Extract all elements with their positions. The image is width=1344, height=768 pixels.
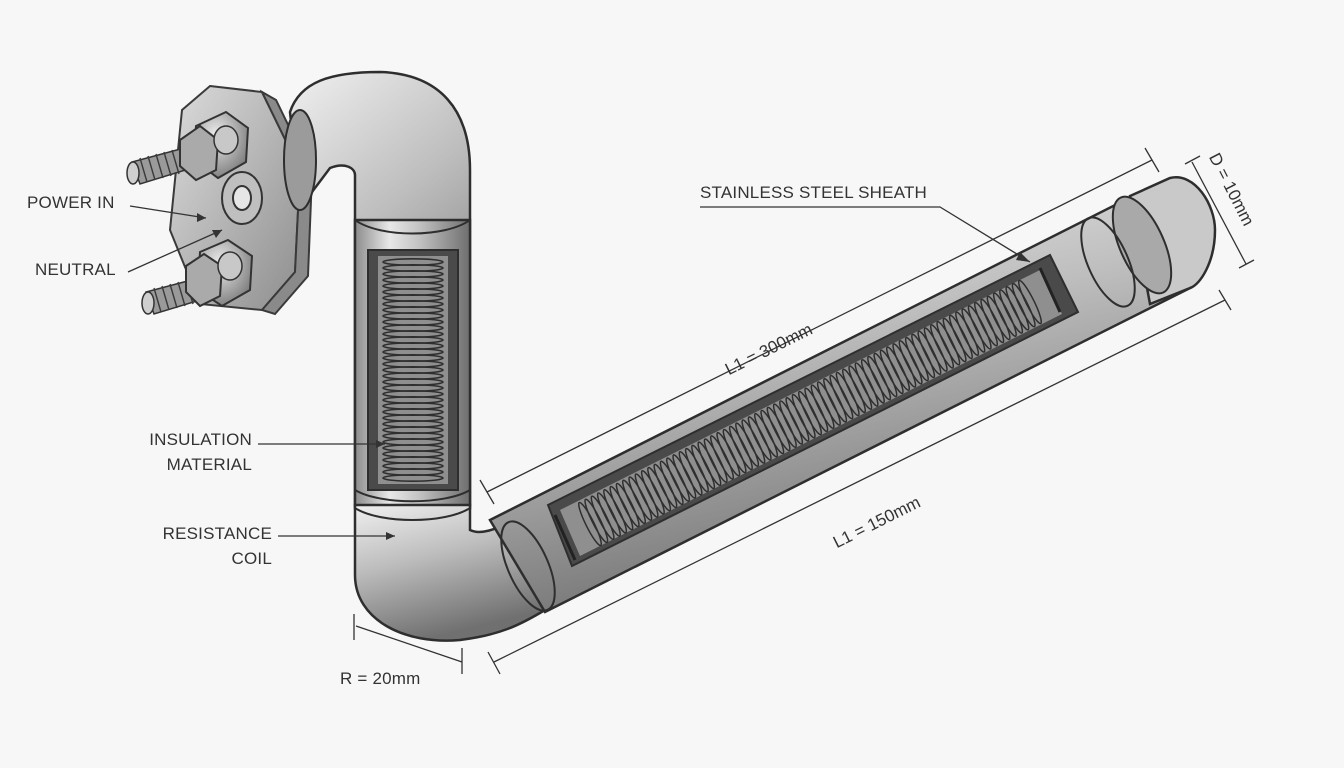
insulation-label-line1: INSULATION — [149, 430, 252, 449]
coil-turn — [647, 466, 672, 512]
coil-turn — [923, 327, 948, 372]
dimension-lines — [353, 147, 1255, 675]
coil-turn — [609, 485, 634, 531]
coil-turn — [804, 387, 829, 433]
resistance-label-line1: RESISTANCE — [162, 524, 272, 543]
coil-turn — [797, 390, 823, 436]
coil-turn — [760, 409, 785, 455]
coil-turn — [590, 495, 615, 541]
coil-turn — [1005, 285, 1030, 331]
coil-turn — [691, 444, 716, 490]
coil-turn — [747, 416, 772, 461]
neutral-terminal-stud — [141, 238, 254, 315]
terminal-flange — [126, 84, 314, 316]
coil-turn — [1017, 279, 1043, 325]
coil-turn — [841, 368, 867, 414]
coil-turn — [961, 308, 986, 353]
coil-turn — [854, 362, 879, 407]
coil-turn — [867, 355, 892, 401]
coil-turn — [885, 346, 911, 391]
coil-turn — [948, 314, 973, 360]
coil-turn — [640, 469, 665, 515]
coil-turn — [904, 336, 929, 382]
coil-turn — [835, 371, 860, 417]
coil-turn — [929, 324, 955, 369]
coil-turn — [615, 482, 640, 528]
power-in-leader — [129, 205, 207, 219]
coil-turn — [973, 301, 999, 347]
coil-turn — [848, 365, 873, 410]
coil-turn — [829, 374, 854, 420]
coil-turn — [753, 412, 779, 458]
coil-turn — [992, 292, 1017, 338]
coil-turn — [603, 488, 628, 534]
stainless-steel-sheath-label: STAINLESS STEEL SHEATH — [700, 183, 928, 202]
power-in-label: POWER IN — [27, 193, 115, 212]
coil-turn — [659, 460, 684, 506]
coil-turn — [577, 501, 603, 547]
coil-turn — [823, 377, 848, 423]
coil-turn — [980, 298, 1005, 344]
coil-turn — [703, 438, 728, 483]
sheath-leader — [700, 206, 1031, 263]
coil-turn — [999, 289, 1024, 334]
coil-turn — [917, 330, 942, 376]
coil-turn — [728, 425, 753, 471]
coil-turn — [672, 454, 697, 499]
coil-turn — [879, 349, 904, 395]
coil-turn — [898, 339, 923, 385]
coil-turn — [621, 479, 647, 525]
power-terminal-stud — [126, 110, 250, 185]
insulation-material-label: INSULATION MATERIAL — [120, 428, 252, 477]
coil-turn — [697, 441, 722, 487]
coil-turn — [596, 492, 621, 537]
coil-turn — [785, 396, 810, 442]
neutral-leader — [127, 229, 223, 273]
coil-turn — [810, 384, 835, 430]
coil-turn — [709, 435, 735, 480]
coil-turn — [779, 400, 804, 445]
coil-turn — [741, 419, 766, 464]
resistance-label-line2: COIL — [231, 548, 272, 568]
coil-turn — [684, 447, 709, 493]
coil-turn — [873, 352, 898, 398]
coil-turn — [936, 320, 961, 366]
coil-turn — [791, 393, 816, 439]
insulation-label-line2: MATERIAL — [166, 454, 252, 474]
coil-turn — [816, 381, 841, 426]
coil-turn — [1011, 282, 1036, 328]
coil-turn — [967, 305, 992, 350]
diagonal-resistance-coil — [577, 279, 1043, 547]
leader-lines — [127, 205, 1031, 540]
coil-turn — [722, 428, 747, 474]
coil-turn — [382, 473, 444, 482]
coil-turn — [584, 498, 609, 544]
coil-turn — [628, 476, 653, 521]
coil-turn — [678, 450, 703, 496]
coil-turn — [653, 463, 678, 509]
coil-turn — [634, 473, 659, 518]
coil-turn — [716, 431, 741, 477]
coil-turn — [772, 403, 797, 449]
coil-turn — [942, 317, 967, 363]
vertical-resistance-coil — [382, 257, 444, 482]
coil-turn — [911, 333, 936, 379]
coil-turn — [860, 358, 885, 404]
coil-turn — [892, 343, 917, 388]
coil-turn — [766, 406, 791, 452]
radius-dimension-label: R = 20mm — [340, 669, 421, 688]
neutral-label: NEUTRAL — [35, 260, 116, 279]
coil-turn — [986, 295, 1011, 341]
coil-turn — [955, 311, 980, 357]
coil-turn — [665, 457, 691, 502]
vertical-cutaway — [367, 249, 459, 491]
coil-turn — [735, 422, 760, 468]
resistance-coil-label: RESISTANCE COIL — [130, 522, 272, 571]
diagonal-cutaway — [546, 253, 1080, 568]
